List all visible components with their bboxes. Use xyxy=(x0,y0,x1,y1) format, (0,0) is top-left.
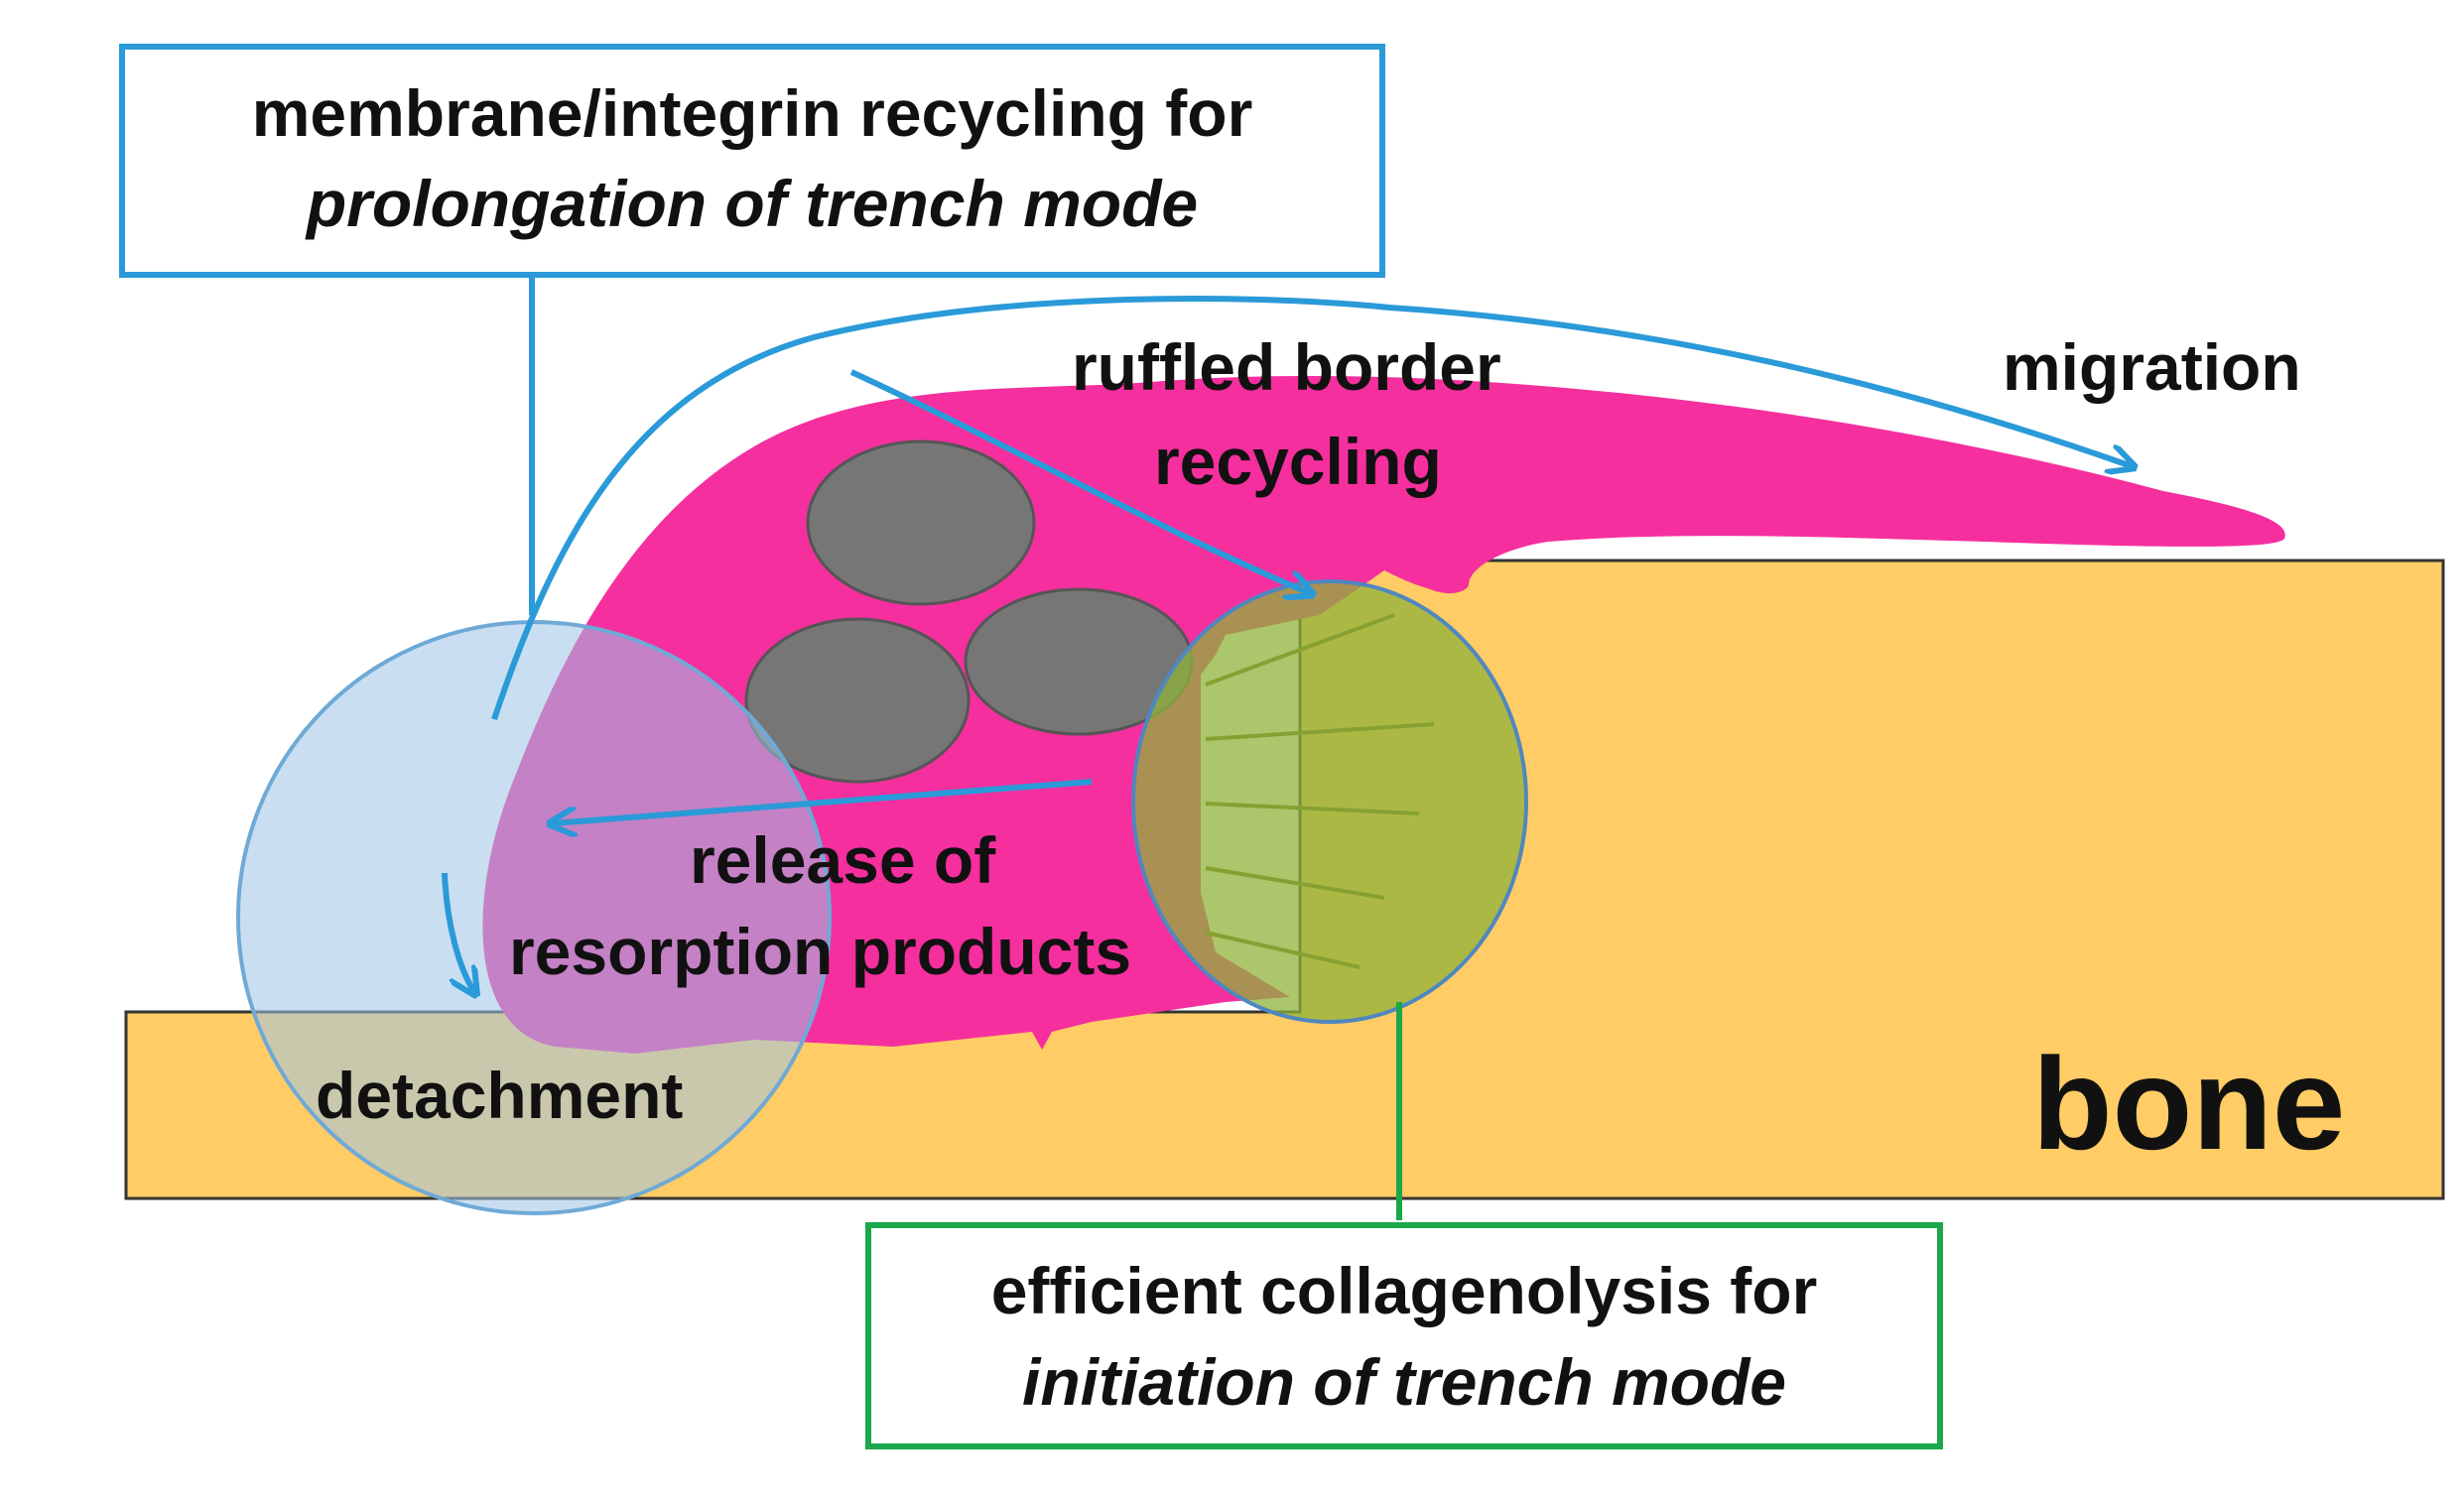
prolongation-box-line1: membrane/integrin recycling for xyxy=(252,76,1253,150)
bone-label: bone xyxy=(2032,1031,2345,1177)
prolongation-box-line2: prolongation of trench mode xyxy=(305,167,1198,240)
recycling-label: recycling xyxy=(1154,425,1442,498)
prolongation-box xyxy=(119,44,1385,278)
initiation-box-line1: efficient collagenolysis for xyxy=(991,1254,1818,1327)
nucleus xyxy=(744,617,971,784)
migration-arrow xyxy=(491,296,2132,720)
nucleus xyxy=(806,439,1036,606)
detachment-arrow xyxy=(442,872,474,992)
ruffled-recycling-arrow xyxy=(849,369,1310,593)
detachment-circle xyxy=(236,620,832,1215)
migration-label: migration xyxy=(2003,330,2301,404)
release-label: release of xyxy=(690,823,996,897)
collagenolysis-circle xyxy=(1131,579,1528,1024)
ruffled-border-label: ruffled border xyxy=(1072,330,1501,404)
resorption-products-label: resorption products xyxy=(509,915,1131,988)
initiation-box-line2: initiation of trench mode xyxy=(1022,1345,1786,1419)
initiation-box xyxy=(865,1222,1943,1449)
release-arrow xyxy=(553,779,1093,823)
detachment-label: detachment xyxy=(316,1059,683,1132)
